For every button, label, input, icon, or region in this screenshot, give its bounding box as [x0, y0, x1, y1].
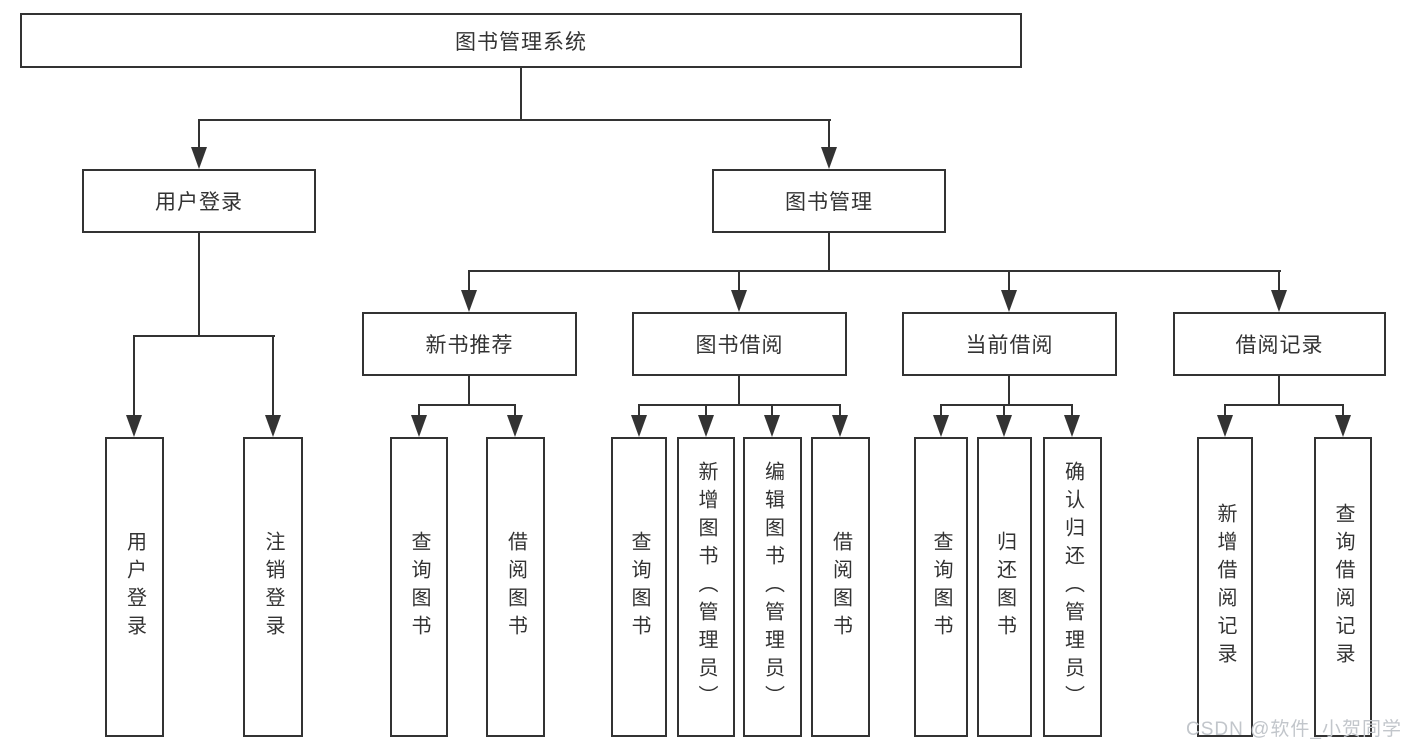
leaf-user-login-label: 用户登录	[123, 531, 146, 643]
leaf-borrow-books-borrowing: 借阅图书	[811, 437, 870, 737]
connector-line	[418, 404, 420, 417]
node-borrowing-records-label: 借阅记录	[1235, 334, 1324, 357]
leaf-query-books-current: 查询图书	[914, 437, 968, 737]
node-user-login-label: 用户登录	[155, 191, 243, 214]
arrow-down-icon	[631, 415, 647, 437]
connector-line	[1008, 375, 1010, 406]
connector-line	[1003, 404, 1005, 417]
leaf-borrow-books-recommend-label: 借阅图书	[504, 531, 527, 643]
connector-line	[705, 404, 707, 417]
leaf-add-borrow-record-label: 新增借阅记录	[1214, 503, 1236, 671]
connector-line	[468, 270, 470, 292]
connector-line	[1278, 270, 1280, 292]
leaf-logout: 注销登录	[243, 437, 303, 737]
leaf-confirm-return-admin: 确认归还（管理员）	[1043, 437, 1102, 737]
arrow-down-icon	[126, 415, 142, 437]
leaf-confirm-return-admin-label: 确认归还（管理员）	[1061, 461, 1084, 713]
leaf-return-books: 归还图书	[977, 437, 1032, 737]
arrow-down-icon	[1001, 290, 1017, 312]
leaf-edit-books-admin: 编辑图书（管理员）	[743, 437, 802, 737]
connector-line	[828, 232, 830, 272]
leaf-logout-label: 注销登录	[262, 531, 284, 643]
connector-line	[1008, 270, 1010, 292]
connector-line	[198, 119, 200, 149]
connector-line	[638, 404, 640, 417]
connector-line	[133, 335, 275, 337]
csdn-watermark: CSDN @软件_小贺同学	[1186, 719, 1402, 740]
arrow-down-icon	[731, 290, 747, 312]
connector-line	[468, 375, 470, 406]
connector-line	[1224, 404, 1344, 406]
leaf-add-books-admin: 新增图书（管理员）	[677, 437, 735, 737]
arrow-down-icon	[461, 290, 477, 312]
node-book-borrowing-label: 图书借阅	[695, 334, 784, 357]
node-new-book-recommendation: 新书推荐	[362, 312, 577, 376]
arrow-down-icon	[996, 415, 1012, 437]
arrow-down-icon	[1335, 415, 1351, 437]
connector-line	[738, 270, 740, 292]
connector-line	[520, 68, 522, 121]
arrow-down-icon	[1064, 415, 1080, 437]
connector-line	[198, 119, 831, 121]
connector-line	[272, 335, 274, 417]
connector-line	[771, 404, 773, 417]
leaf-return-books-label: 归还图书	[993, 531, 1016, 643]
connector-line	[1342, 404, 1344, 417]
node-library-system-label: 图书管理系统	[455, 30, 587, 54]
arrow-down-icon	[411, 415, 427, 437]
connector-line	[514, 404, 516, 417]
arrow-down-icon	[832, 415, 848, 437]
leaf-borrow-books-borrowing-label: 借阅图书	[829, 531, 852, 643]
arrow-down-icon	[764, 415, 780, 437]
leaf-query-borrow-record-label: 查询借阅记录	[1332, 503, 1354, 671]
connector-line	[418, 404, 516, 406]
arrow-down-icon	[507, 415, 523, 437]
leaf-add-books-admin-label: 新增图书（管理员）	[695, 461, 717, 713]
connector-line	[469, 270, 1281, 272]
node-borrowing-records: 借阅记录	[1173, 312, 1386, 376]
connector-line	[1071, 404, 1073, 417]
arrow-down-icon	[191, 147, 207, 169]
arrow-down-icon	[933, 415, 949, 437]
leaf-borrow-books-recommend: 借阅图书	[486, 437, 545, 737]
node-book-management: 图书管理	[712, 169, 946, 233]
node-library-system: 图书管理系统	[20, 13, 1022, 68]
arrow-down-icon	[698, 415, 714, 437]
connector-line	[1278, 375, 1280, 406]
connector-line	[133, 335, 135, 417]
leaf-query-books-borrowing: 查询图书	[611, 437, 667, 737]
node-new-book-recommendation-label: 新书推荐	[425, 334, 514, 357]
node-current-borrowing-label: 当前借阅	[965, 334, 1054, 357]
connector-line	[940, 404, 942, 417]
arrow-down-icon	[821, 147, 837, 169]
leaf-query-books-current-label: 查询图书	[930, 531, 952, 643]
leaf-user-login: 用户登录	[105, 437, 164, 737]
leaf-query-borrow-record: 查询借阅记录	[1314, 437, 1372, 737]
node-current-borrowing: 当前借阅	[902, 312, 1117, 376]
connector-line	[198, 232, 200, 337]
connector-line	[828, 119, 830, 149]
leaf-query-books-recommend-label: 查询图书	[408, 531, 430, 643]
arrow-down-icon	[265, 415, 281, 437]
connector-line	[940, 404, 1073, 406]
leaf-query-books-borrowing-label: 查询图书	[628, 531, 650, 643]
arrow-down-icon	[1217, 415, 1233, 437]
node-book-management-label: 图书管理	[785, 191, 873, 214]
node-book-borrowing: 图书借阅	[632, 312, 847, 376]
connector-line	[738, 375, 740, 406]
arrow-down-icon	[1271, 290, 1287, 312]
connector-line	[1224, 404, 1226, 417]
leaf-add-borrow-record: 新增借阅记录	[1197, 437, 1253, 737]
leaf-query-books-recommend: 查询图书	[390, 437, 448, 737]
connector-line	[638, 404, 841, 406]
connector-line	[839, 404, 841, 417]
leaf-edit-books-admin-label: 编辑图书（管理员）	[761, 461, 784, 713]
node-user-login: 用户登录	[82, 169, 316, 233]
